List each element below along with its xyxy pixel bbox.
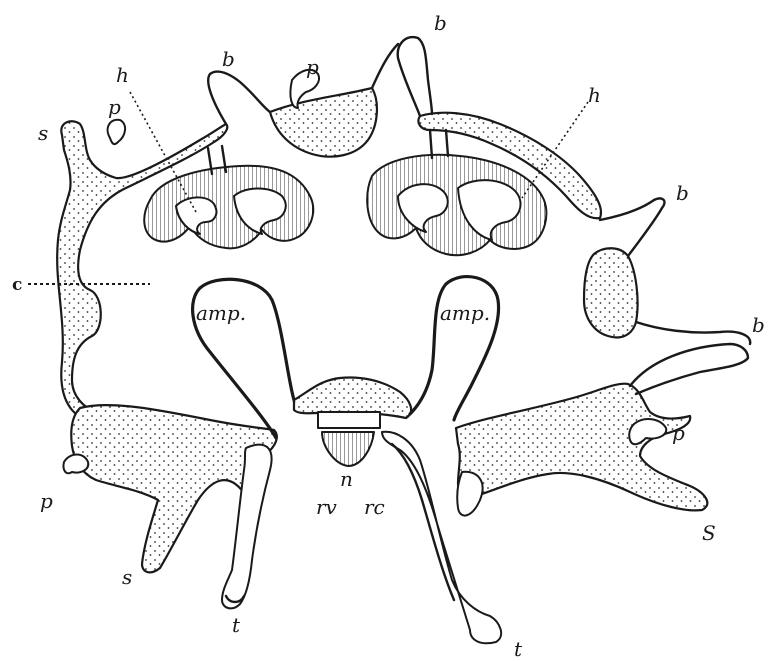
right-lower-lobe-notch xyxy=(457,472,482,516)
left-lower-polyp xyxy=(63,455,88,474)
label-S-right: S xyxy=(702,521,716,545)
label-t-right: t xyxy=(514,637,523,661)
top-center-lobe xyxy=(270,88,377,157)
nerve-ring-box xyxy=(318,412,380,428)
label-s-lower-left: s xyxy=(122,565,132,589)
right-upper-arm xyxy=(398,37,432,116)
label-amp-left: amp. xyxy=(196,301,246,325)
label-c: c xyxy=(12,275,22,295)
label-amp-right: amp. xyxy=(440,301,490,325)
label-p-lower-left: p xyxy=(40,489,53,513)
right-bell-arm-2 xyxy=(636,322,750,344)
right-gonad-stalk xyxy=(430,130,448,158)
label-h-left: h xyxy=(116,63,129,87)
left-gonad xyxy=(144,166,313,249)
left-upper-arm xyxy=(208,72,270,124)
nerve-ring-n xyxy=(322,432,374,466)
left-bell-wall xyxy=(57,121,227,421)
label-rv: rv xyxy=(316,495,338,519)
label-b-upper-left: b xyxy=(222,47,235,71)
label-t-left: t xyxy=(232,613,241,637)
label-n: n xyxy=(340,467,353,491)
right-ampulla xyxy=(410,277,499,420)
right-bell-outer xyxy=(630,344,748,394)
label-rc: rc xyxy=(364,495,385,519)
label-b-right: b xyxy=(676,181,689,205)
left-upper-polyp xyxy=(108,120,125,144)
right-lower-lobe xyxy=(456,384,707,511)
label-b-right-lower: b xyxy=(752,313,765,337)
right-bulb xyxy=(584,248,638,337)
label-b-top: b xyxy=(434,11,447,35)
label-s-upper-left: s xyxy=(38,121,48,145)
label-p-right: p xyxy=(672,421,685,445)
label-p-upper-left: p xyxy=(108,95,121,119)
label-p-top: p xyxy=(306,55,319,79)
right-upper-arm-inner xyxy=(372,44,398,88)
label-h-right: h xyxy=(588,83,601,107)
